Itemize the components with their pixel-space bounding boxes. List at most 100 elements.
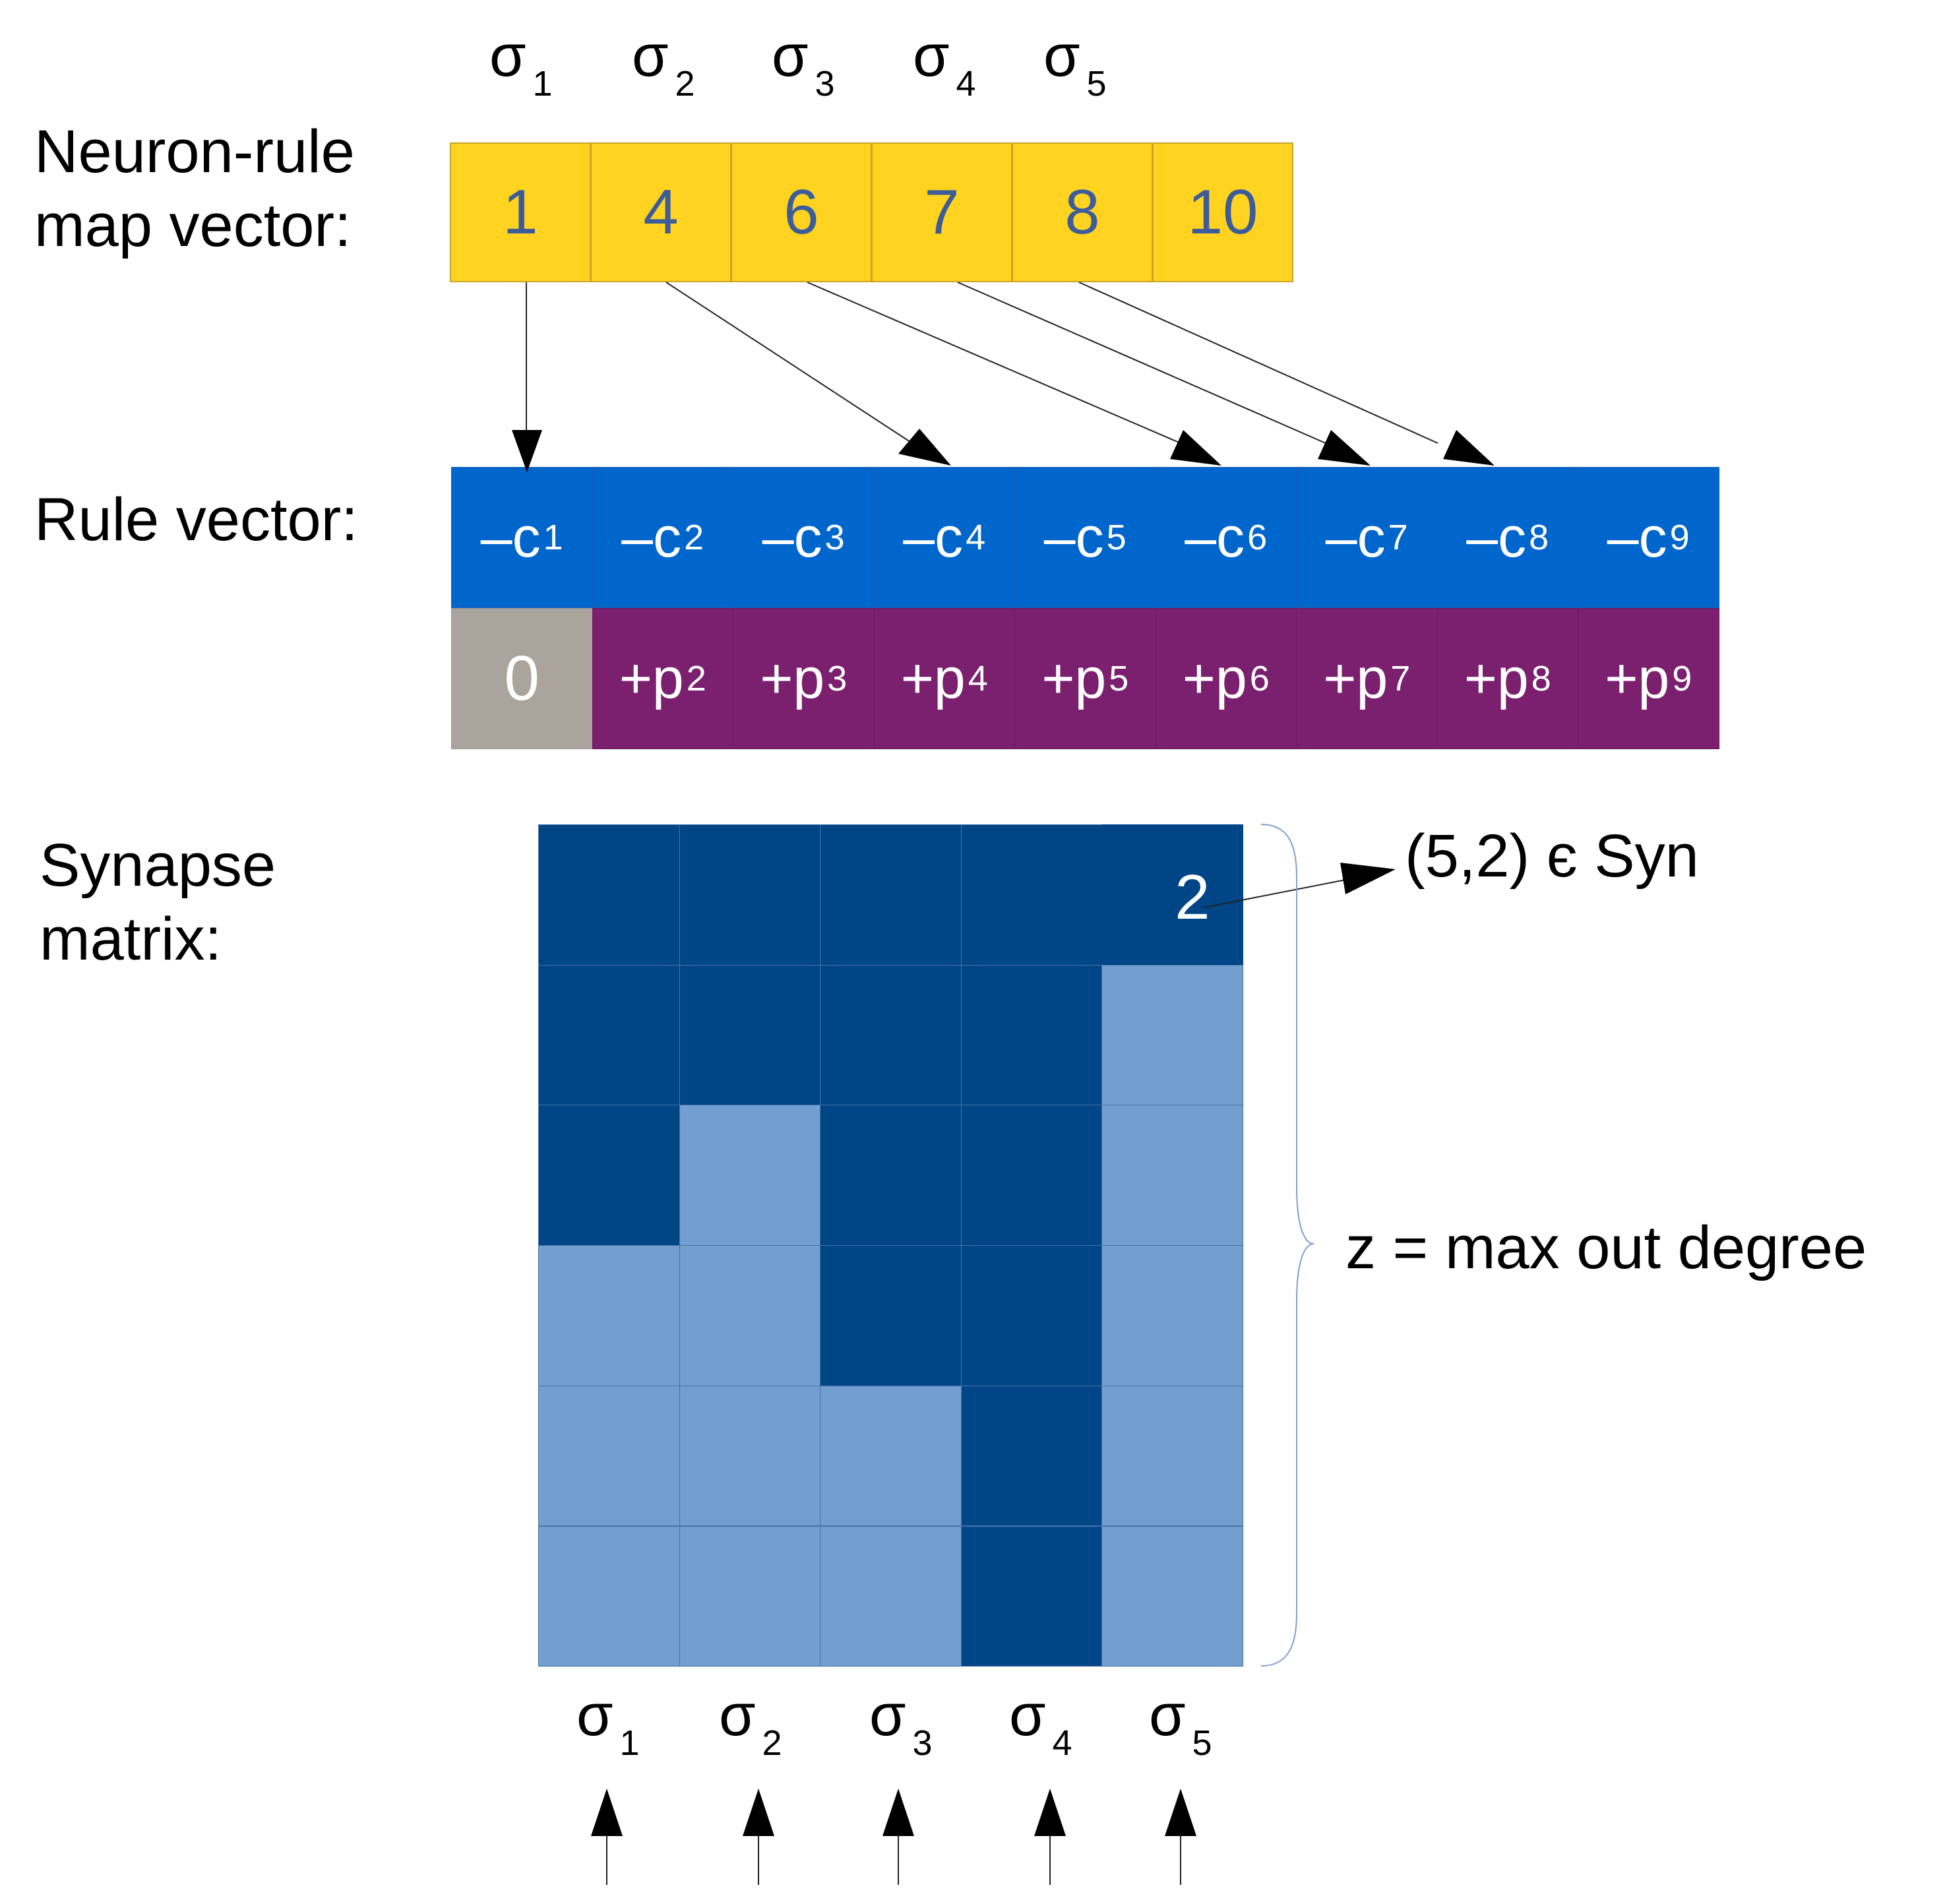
sigma-symbol: σ bbox=[772, 23, 809, 89]
map-vector-cell: 4 bbox=[590, 142, 731, 282]
map-arrowhead-3 bbox=[1170, 430, 1221, 466]
synapse-matrix-label-line2: matrix: bbox=[40, 906, 222, 973]
map-arrow-5 bbox=[1078, 282, 1438, 444]
map-vector-cell: 10 bbox=[1152, 142, 1293, 282]
map-arrowhead-1 bbox=[512, 430, 542, 472]
rule-consume-symbol: –c bbox=[903, 505, 964, 569]
sigma-symbol: σ bbox=[913, 23, 950, 89]
synapse-matrix-cell bbox=[820, 1105, 962, 1246]
rule-produce-index: 3 bbox=[827, 659, 848, 698]
rule-consume-index: 4 bbox=[966, 518, 986, 557]
sigma-index: 5 bbox=[1086, 64, 1107, 104]
rule-consume-index: 5 bbox=[1106, 518, 1127, 557]
synapse-matrix-cell bbox=[679, 824, 820, 966]
rule-consume-symbol: –c bbox=[1185, 505, 1245, 569]
sigma-symbol: σ bbox=[1149, 1682, 1186, 1748]
sigma-index: 1 bbox=[532, 64, 553, 104]
map-arrow-4 bbox=[957, 282, 1326, 444]
rule-consume-index: 8 bbox=[1529, 518, 1549, 557]
map-vector-label-line1: Neuron-rule bbox=[34, 118, 355, 185]
synapse-matrix-cell bbox=[820, 1385, 962, 1527]
sigma-symbol: σ bbox=[489, 23, 526, 89]
synapse-matrix-cell bbox=[960, 1525, 1102, 1667]
rule-produce-index: 6 bbox=[1249, 659, 1270, 698]
bottom-arrowhead-5 bbox=[1165, 1789, 1196, 1836]
rule-produce-symbol: +p bbox=[1464, 646, 1529, 710]
sigma-index: 2 bbox=[675, 64, 695, 104]
sigma-symbol: σ bbox=[576, 1682, 613, 1748]
synapse-matrix-cell bbox=[820, 1525, 962, 1667]
synapse-matrix-cell bbox=[820, 964, 962, 1106]
rule-produce-symbol: +p bbox=[1605, 646, 1670, 710]
sigma-index: 3 bbox=[912, 1723, 933, 1763]
rule-consume-symbol: –c bbox=[621, 505, 682, 569]
rule-consume-symbol: –c bbox=[762, 505, 822, 569]
sigma-symbol: σ bbox=[719, 1682, 756, 1748]
map-arrowhead-5 bbox=[1443, 430, 1495, 466]
matrix-brace bbox=[1260, 824, 1314, 1667]
synapse-matrix-cell bbox=[679, 964, 820, 1106]
rule-consume-index: 3 bbox=[824, 518, 845, 557]
rule-consume-index: 6 bbox=[1247, 518, 1268, 557]
synapse-matrix-cell bbox=[960, 1245, 1102, 1386]
bottom-arrowhead-3 bbox=[882, 1789, 914, 1836]
sigma-symbol: σ bbox=[1009, 1682, 1046, 1748]
rule-vector-label: Rule vector: bbox=[34, 486, 358, 553]
rule-consume-symbol: –c bbox=[1325, 505, 1386, 569]
sigma-index: 5 bbox=[1192, 1723, 1212, 1763]
synapse-matrix-cell-highlight: 2 bbox=[1101, 824, 1243, 966]
rule-produce-symbol: +p bbox=[619, 646, 684, 710]
rule-produce-symbol: +p bbox=[760, 646, 825, 710]
rule-produce-symbol: +p bbox=[1182, 646, 1247, 710]
synapse-matrix-cell bbox=[1101, 1245, 1243, 1386]
rule-produce-index: 4 bbox=[968, 659, 988, 698]
synapse-matrix-cell bbox=[538, 824, 680, 966]
map-arrow-2 bbox=[665, 282, 911, 443]
bottom-arrowhead-1 bbox=[591, 1789, 623, 1836]
synapse-matrix-cell bbox=[1101, 1385, 1243, 1527]
rule-consume-symbol: –c bbox=[1043, 505, 1104, 569]
rule-consume-index: 2 bbox=[684, 518, 704, 557]
rule-produce-index: 9 bbox=[1672, 659, 1692, 698]
synapse-matrix-cell bbox=[679, 1385, 820, 1527]
map-vector-cell: 7 bbox=[871, 142, 1012, 282]
synapse-matrix-cell bbox=[538, 1525, 680, 1667]
synapse-matrix-label-line1: Synapse bbox=[40, 832, 276, 899]
synapse-matrix-cell bbox=[960, 824, 1102, 966]
rule-consume-index: 1 bbox=[543, 518, 563, 557]
bottom-arrowhead-4 bbox=[1034, 1789, 1066, 1836]
synapse-matrix-cell bbox=[679, 1525, 820, 1667]
synapse-matrix-cell bbox=[679, 1245, 820, 1386]
synapse-matrix-cell bbox=[960, 1105, 1102, 1246]
map-vector-cell: 6 bbox=[731, 142, 872, 282]
synapse-matrix-cell bbox=[679, 1105, 820, 1246]
synapse-matrix-cell bbox=[820, 1245, 962, 1386]
syn-pair-annotation: (5,2) є Syn bbox=[1405, 822, 1699, 890]
map-arrowhead-2 bbox=[898, 429, 951, 466]
sigma-symbol: σ bbox=[869, 1682, 906, 1748]
map-arrow-3 bbox=[807, 282, 1181, 444]
rule-produce-symbol: +p bbox=[1041, 646, 1107, 710]
map-arrowhead-4 bbox=[1318, 430, 1371, 466]
synapse-matrix-cell bbox=[1101, 1525, 1243, 1667]
synapse-matrix-cell bbox=[538, 1105, 680, 1246]
sigma-index: 4 bbox=[1052, 1723, 1072, 1763]
synapse-matrix-cell bbox=[538, 1245, 680, 1386]
max-out-degree-annotation: z = max out degree bbox=[1345, 1214, 1867, 1281]
